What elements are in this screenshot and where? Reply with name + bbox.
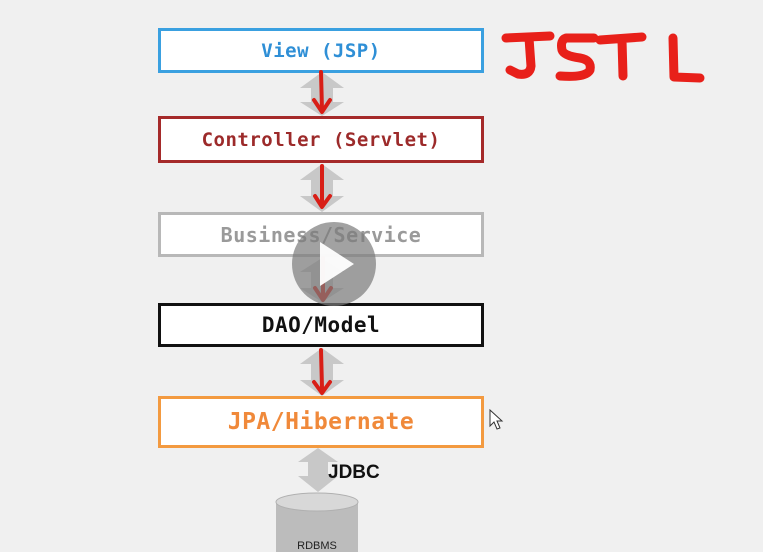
red-arrow-4-head (312, 380, 332, 395)
controller-layer-box: Controller (Servlet) (158, 116, 484, 163)
jpa-layer-label: JPA/Hibernate (227, 409, 415, 435)
jpa-layer-box: JPA/Hibernate (158, 396, 484, 448)
controller-layer-label: Controller (Servlet) (201, 128, 441, 151)
view-layer-label: View (JSP) (261, 39, 381, 62)
dao-layer-label: DAO/Model (261, 313, 381, 337)
dao-layer-box: DAO/Model (158, 303, 484, 347)
rdbms-database-label: RDBMS (297, 540, 337, 552)
red-arrow-1-line (319, 70, 324, 112)
red-arrow-2-head (313, 194, 332, 209)
mouse-cursor-icon (489, 408, 504, 430)
play-button-icon[interactable] (292, 222, 376, 306)
grey-arrow-jpa-db (298, 448, 338, 492)
view-layer-box: View (JSP) (158, 28, 484, 73)
red-arrow-4-line (319, 348, 324, 390)
database-cylinder-icon (275, 492, 359, 552)
jdbc-connector-label: JDBC (328, 462, 380, 483)
red-arrow-1-head (312, 98, 332, 114)
jstl-handwritten-annotation (501, 31, 705, 83)
